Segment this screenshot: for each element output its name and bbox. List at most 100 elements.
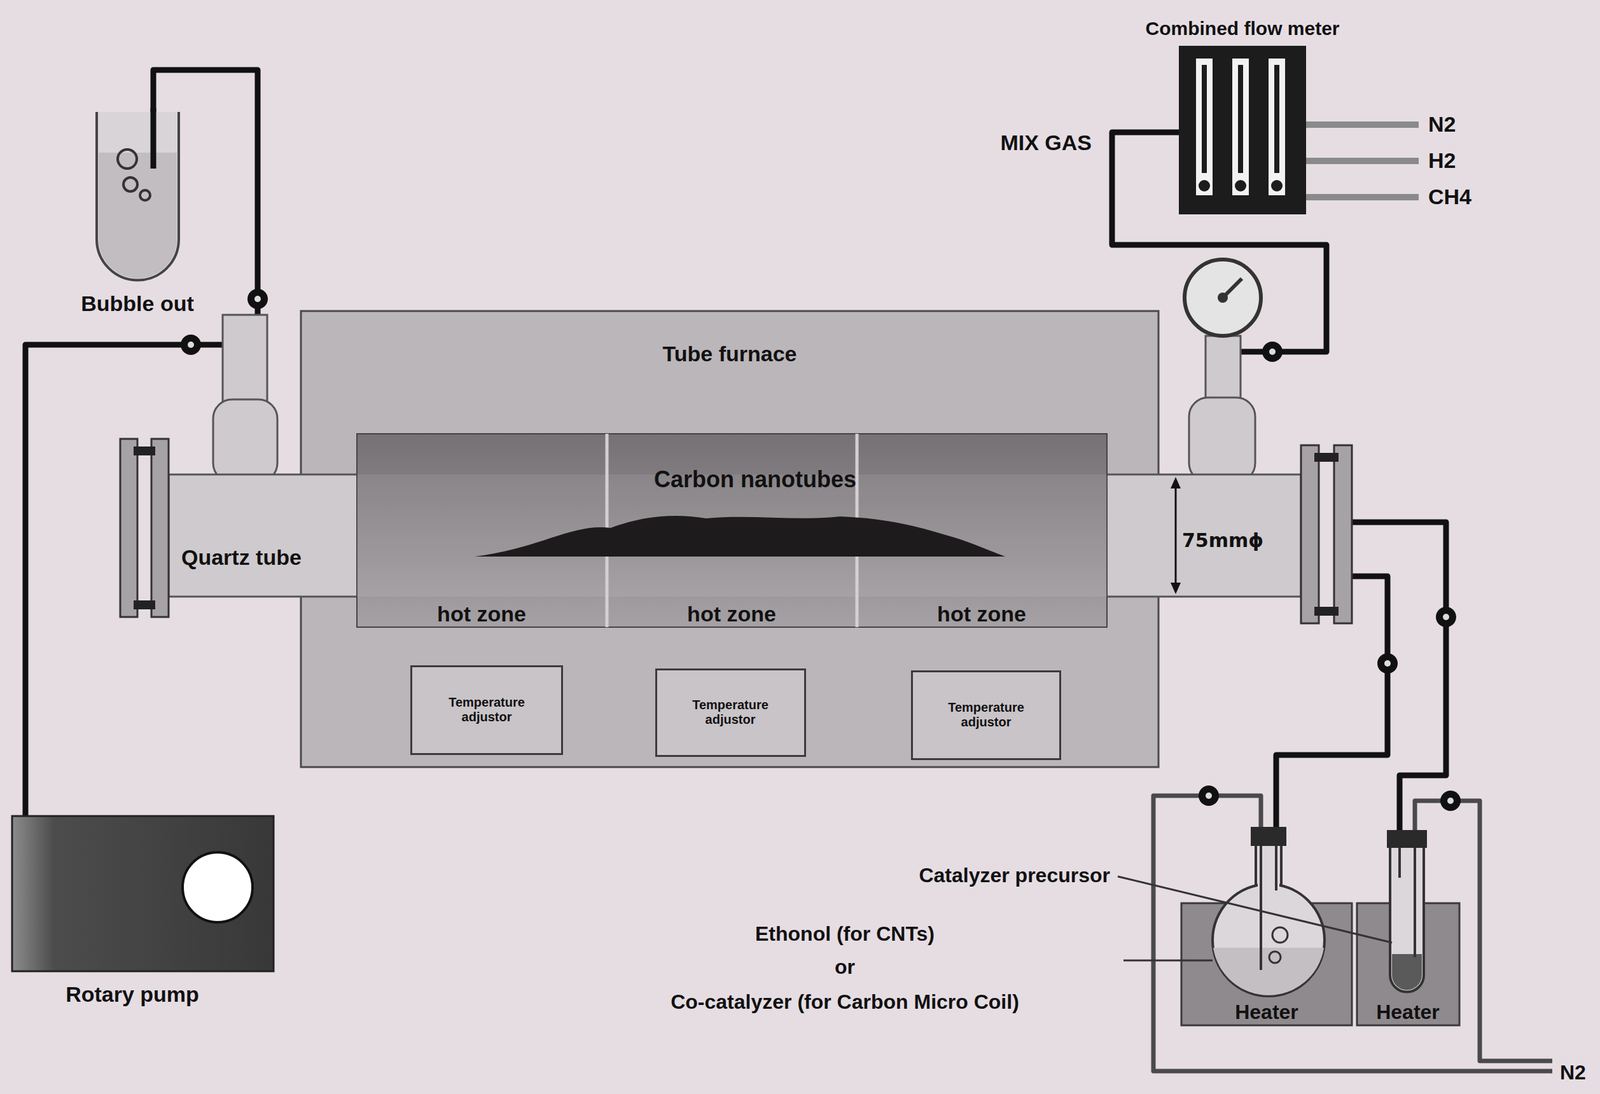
tube-side-arm (213, 399, 278, 483)
valve-body (1440, 790, 1461, 812)
bubble (139, 190, 151, 201)
tube-furnace-label: Tube furnace (662, 341, 798, 367)
precursor-outlet-pipe (1398, 846, 1401, 878)
label-slot: N2 (1428, 111, 1456, 137)
bubble (1272, 927, 1288, 943)
tube-side-arm (1189, 397, 1256, 483)
leader-line (1117, 876, 1392, 943)
label-slot: 75mmϕ (1182, 529, 1264, 553)
gas-line (1306, 157, 1419, 165)
text-slot: Rotary pump (65, 982, 200, 1008)
flow-tube-slot (1201, 64, 1207, 174)
hot-zone-panel (356, 433, 1107, 628)
gas-line (1306, 194, 1419, 201)
bubble (123, 177, 138, 192)
flask-body (1212, 884, 1325, 997)
rotary-pump-label: Rotary pump (65, 982, 200, 1008)
label-slot: Catalyzer precursor (918, 863, 1111, 888)
hot-zone-label: hot zone (937, 601, 1027, 627)
quartz-tube-label: Quartz tube (181, 545, 302, 571)
label-slot: Ethonol (for CNTs) (755, 922, 935, 947)
dimension-line (1175, 483, 1177, 590)
valve-body (247, 288, 268, 310)
part-label: or (834, 955, 856, 980)
gas-name: CH4 (1428, 184, 1472, 210)
label-slot: H2 (1428, 148, 1456, 174)
furnace-body (300, 311, 1159, 768)
valve (1440, 790, 1461, 812)
valve-body (1262, 341, 1283, 362)
text-slot: Temperature adjustor (676, 697, 785, 728)
flange-plate (1300, 445, 1319, 624)
pump-body (12, 816, 274, 972)
gas-mix-label: MIX GAS (1000, 130, 1092, 156)
valve-body (180, 334, 202, 355)
text-slot: Bubble out (80, 291, 195, 317)
bubbler-pipe (150, 108, 157, 169)
valve-hub (1384, 660, 1391, 667)
dimension-arrow (1170, 477, 1181, 489)
text-slot: Combined flow meter (1145, 17, 1340, 41)
temperature-adjustor-label: Temperature adjustor (932, 700, 1041, 730)
gas-name: H2 (1428, 148, 1456, 174)
precursor-stopper (1386, 830, 1427, 849)
flange-plate (1334, 445, 1352, 624)
bubble (117, 149, 137, 169)
flow-float (1198, 180, 1211, 192)
label-slot: N2 (1559, 1061, 1587, 1085)
tube-stem (222, 314, 268, 404)
bubbler: Bubble out (96, 111, 179, 280)
valve-hub (187, 341, 195, 348)
deposit-label: Carbon nanotubes (653, 466, 857, 493)
valve-body (1377, 653, 1398, 674)
valve-hub (1442, 613, 1450, 621)
flask-inlet-pipe (1259, 846, 1263, 971)
temperature-adjustor-label: Temperature adjustor (676, 697, 785, 728)
precursor-tube (1390, 846, 1424, 993)
heater-label: Heater (1376, 1000, 1440, 1025)
hot-zone: hot zone (856, 433, 1107, 628)
valve-hub (254, 295, 261, 303)
flask-stopper (1250, 827, 1287, 847)
leader-line (1123, 960, 1213, 962)
text-slot: Quartz tube (181, 545, 302, 571)
flange-plate (120, 438, 138, 618)
nanotube-deposit (474, 515, 1006, 557)
bubbler-tube (96, 111, 179, 281)
flange-bolt (133, 446, 156, 456)
temperature-adjustor: Temperature adjustor (911, 670, 1062, 761)
flow-float (1271, 180, 1283, 192)
flask-liquid (1213, 947, 1324, 996)
valve (1262, 341, 1283, 362)
valve-hub (1205, 792, 1212, 800)
heater-label: Heater (1234, 1000, 1299, 1025)
valve-body (1435, 606, 1457, 628)
temperature-adjustor-label: Temperature adjustor (432, 695, 541, 725)
tube-through-panel (356, 474, 1107, 597)
pipe-connector (1351, 522, 1447, 904)
text-slot: Temperature adjustor (932, 700, 1041, 730)
gas-name: N2 (1559, 1061, 1587, 1085)
text-slot: Tube furnace (662, 341, 798, 367)
hot-zone: hot zone (356, 433, 607, 628)
temperature-adjustor: Temperature adjustor (655, 668, 807, 758)
flow-tube (1268, 58, 1286, 196)
quartz-tube: Quartz tube (120, 474, 1352, 597)
label-slot: or (834, 955, 856, 980)
text-slot: hot zone (437, 601, 527, 627)
heater: Heater (1181, 903, 1352, 1026)
hot-zone-label: hot zone (687, 601, 777, 627)
flow-tube-slot (1274, 64, 1280, 174)
flow-tube (1196, 58, 1213, 196)
text-slot: Heater (1376, 1000, 1440, 1025)
label-slot: CH4 (1428, 184, 1472, 210)
flange-plate (151, 438, 169, 618)
gas-line (1306, 121, 1419, 128)
flange-bolt (133, 600, 156, 610)
gauge-pivot (1217, 292, 1228, 303)
part-label: Catalyzer precursor (918, 863, 1111, 888)
hot-zone: hot zone (606, 433, 857, 628)
label-slot: Co-catalyzer (for Carbon Micro Coil) (670, 990, 1020, 1015)
dimension-arrow (1170, 582, 1181, 595)
flow-meter-label: Combined flow meter (1145, 17, 1340, 41)
